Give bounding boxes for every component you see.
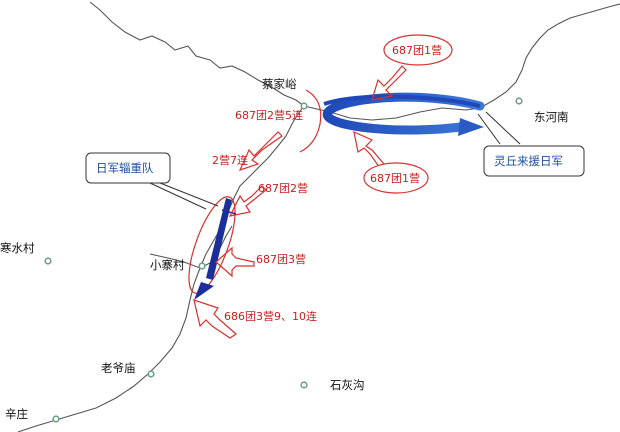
marker-hanshuicun[interactable] [44, 257, 52, 265]
marker-caijiayu[interactable] [300, 102, 308, 110]
marker-donghenan[interactable] [515, 97, 523, 105]
marker-shihuigou[interactable] [300, 381, 308, 389]
marker-laoyemiao[interactable] [147, 370, 155, 378]
arrow-687-1-south [353, 130, 385, 169]
callout-label-lingqiu: 灵丘来援日军 [494, 154, 563, 168]
callout-lingqiu[interactable]: 灵丘来援日军 [477, 111, 585, 177]
unit-labels: 687团1营 687团1营 687团2营5连 2营7连 687团2营 687团3… [212, 43, 442, 323]
label-xiaozhaicun: 小寨村 [150, 258, 185, 272]
callout-japanese-supply[interactable]: 日军辎重队 [85, 152, 219, 210]
place-labels: 蔡家峪 东河南 寒水村 小寨村 老爷庙 石灰沟 辛庄 [0, 77, 569, 421]
arrow-686-3 [193, 299, 237, 339]
road-main [17, 1, 305, 432]
label-xinzhuang: 辛庄 [5, 407, 28, 421]
place-markers [44, 97, 523, 423]
label-caijiayu: 蔡家峪 [262, 77, 297, 91]
encirclement-caijiayu [299, 89, 322, 153]
arrow-687-3 [215, 246, 255, 278]
callout-label-japanese-supply: 日军辎重队 [96, 161, 154, 175]
encirclement-xiaozhai [188, 196, 236, 294]
arrow-687-2 [228, 185, 267, 217]
unit-687-1-south: 687团1营 [370, 171, 420, 185]
road-east [303, 3, 620, 121]
arrow-687-1-north [371, 65, 407, 101]
marker-xinzhuang[interactable] [52, 415, 60, 423]
attack-arrows [193, 65, 407, 339]
japanese-supply-arrow [194, 198, 237, 300]
unit-687-2-5: 687团2营5连 [235, 108, 303, 122]
unit-687-2: 687团2营 [258, 181, 308, 195]
lingqiu-reinforcement-arrow [322, 92, 485, 136]
unit-687-3: 687团3营 [256, 252, 306, 266]
ellipse-687-1-north[interactable] [383, 34, 453, 66]
unit-687-1-north: 687团1营 [392, 43, 442, 57]
marker-xiaozhaicun[interactable] [198, 262, 206, 270]
label-laoyemiao: 老爷庙 [101, 361, 136, 375]
road-spur [149, 253, 201, 269]
label-hanshuicun: 寒水村 [0, 241, 35, 255]
label-shihuigou: 石灰沟 [330, 378, 365, 392]
label-donghenan: 东河南 [534, 110, 569, 124]
arrow-2-7 [238, 131, 283, 172]
unit-2-7: 2营7连 [212, 153, 248, 167]
unit-686-3: 686团3营9、10连 [224, 309, 317, 323]
ellipse-687-1-south[interactable] [363, 162, 429, 194]
unit-ellipses [363, 34, 453, 194]
